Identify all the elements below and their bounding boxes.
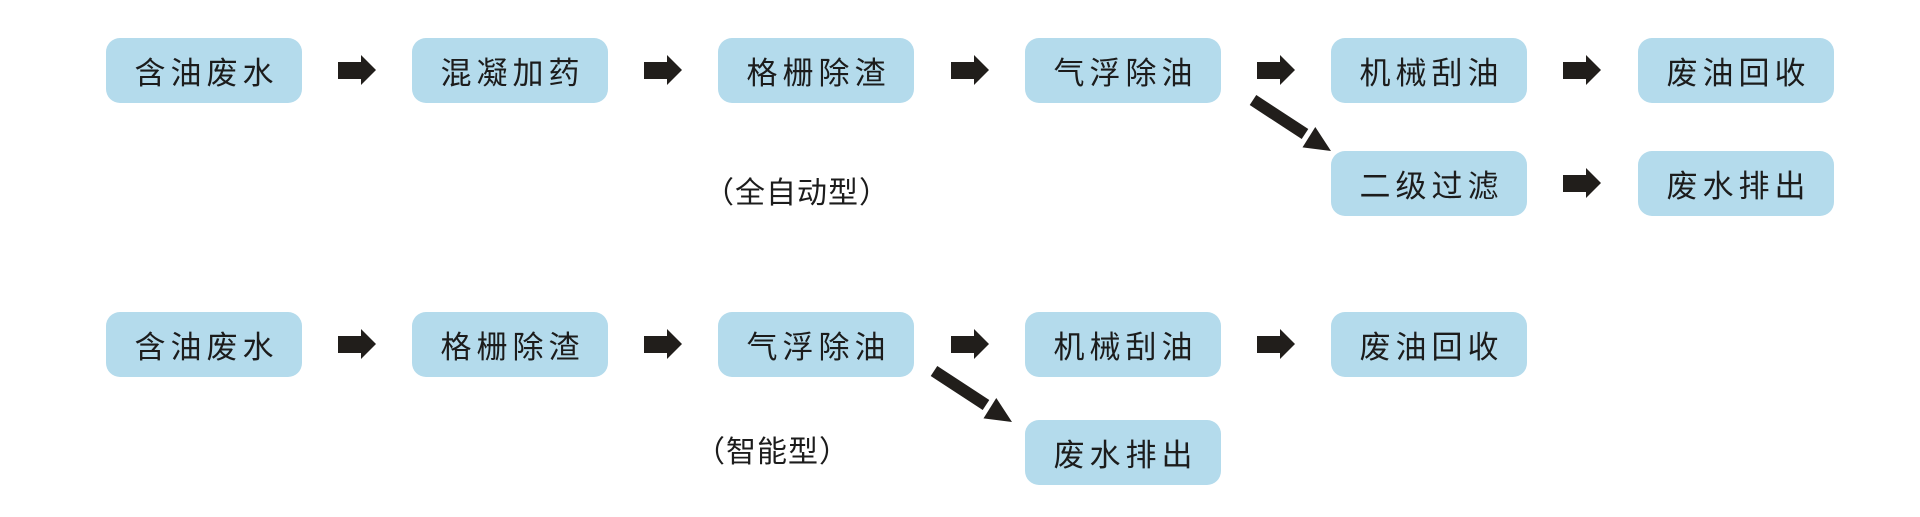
r1-box-oil-scraping: 机械刮油 (1331, 38, 1527, 103)
r1-box-oil-recovery: 废油回收 (1638, 38, 1834, 103)
arrow-right-icon (1257, 55, 1295, 85)
r1-box-secondary-filtration: 二级过滤 (1331, 151, 1527, 216)
arrow-right-icon (1563, 168, 1601, 198)
arrow-right-icon (644, 55, 682, 85)
arrow-right-icon (951, 329, 989, 359)
arrow-down-right-icon (1249, 95, 1331, 151)
arrow-right-icon (951, 55, 989, 85)
arrow-down-right-icon (930, 366, 1012, 422)
r2-box-oil-recovery: 废油回收 (1331, 312, 1527, 377)
r2-box-oil-scraping: 机械刮油 (1025, 312, 1221, 377)
r1-box-air-flotation: 气浮除油 (1025, 38, 1221, 103)
arrow-right-icon (644, 329, 682, 359)
r2-box-air-flotation: 气浮除油 (718, 312, 914, 377)
r1-box-wastewater-discharge: 废水排出 (1638, 151, 1834, 216)
label-fully-automatic-type: （全自动型） (704, 177, 890, 210)
arrow-right-icon (338, 329, 376, 359)
r1-box-screening: 格栅除渣 (718, 38, 914, 103)
r1-box-oily-wastewater: 含油废水 (106, 38, 302, 103)
r2-box-screening: 格栅除渣 (412, 312, 608, 377)
arrow-right-icon (1563, 55, 1601, 85)
arrow-right-icon (1257, 329, 1295, 359)
label-smart-type: （智能型） (695, 436, 850, 469)
r2-box-wastewater-discharge: 废水排出 (1025, 420, 1221, 485)
r1-box-coagulation-dosing: 混凝加药 (412, 38, 608, 103)
r2-box-oily-wastewater: 含油废水 (106, 312, 302, 377)
arrow-right-icon (338, 55, 376, 85)
